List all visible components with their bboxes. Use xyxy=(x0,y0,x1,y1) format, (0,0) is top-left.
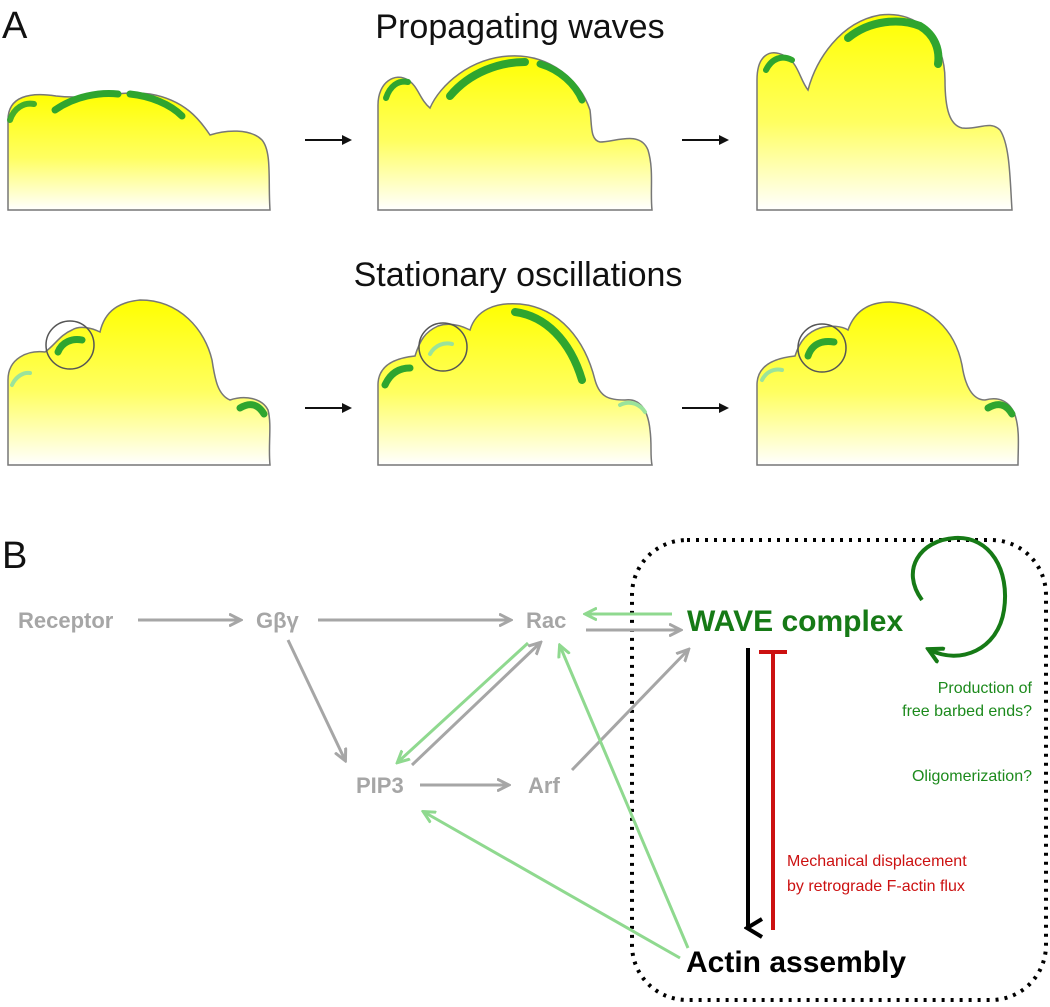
node-rac: Rac xyxy=(526,608,566,633)
wave-self-loop xyxy=(910,535,1007,656)
arrow-actin-pip3 xyxy=(424,812,681,960)
note-production-line2: free barbed ends? xyxy=(902,703,1032,720)
node-gbg: Gβγ xyxy=(256,608,300,633)
node-arf: Arf xyxy=(528,773,560,798)
panel-a-letter: A xyxy=(2,5,28,47)
node-actin-assembly: Actin assembly xyxy=(686,946,906,979)
cell-row2-frame2 xyxy=(377,302,653,466)
cell-row1-frame1 xyxy=(7,90,271,211)
stationary-oscillations-title: Stationary oscillations xyxy=(354,256,683,294)
node-receptor: Receptor xyxy=(18,608,114,633)
node-wave-complex: WAVE complex xyxy=(687,605,903,638)
propagating-waves-title: Propagating waves xyxy=(375,8,664,46)
arrow-rac-pip3 xyxy=(398,641,530,762)
arrow-actin-rac xyxy=(560,646,690,949)
arrow-gbg-pip3 xyxy=(286,639,345,760)
note-mechanical-line1: Mechanical displacement xyxy=(787,853,967,870)
note-production-line1: Production of xyxy=(938,680,1033,697)
arrow-pip3-rac xyxy=(410,643,540,767)
note-mechanical-line2: by retrograde F-actin flux xyxy=(787,878,965,895)
cell-row1-frame3 xyxy=(756,13,1013,211)
panel-b-letter: B xyxy=(2,535,27,577)
arrow-arf-wave xyxy=(570,650,688,772)
node-pip3: PIP3 xyxy=(356,773,404,798)
cell-row2-frame3 xyxy=(756,301,1020,466)
note-oligomerization: Oligomerization? xyxy=(912,768,1032,785)
cell-row1-frame2 xyxy=(377,55,653,211)
cell-row2-frame1 xyxy=(7,299,271,466)
